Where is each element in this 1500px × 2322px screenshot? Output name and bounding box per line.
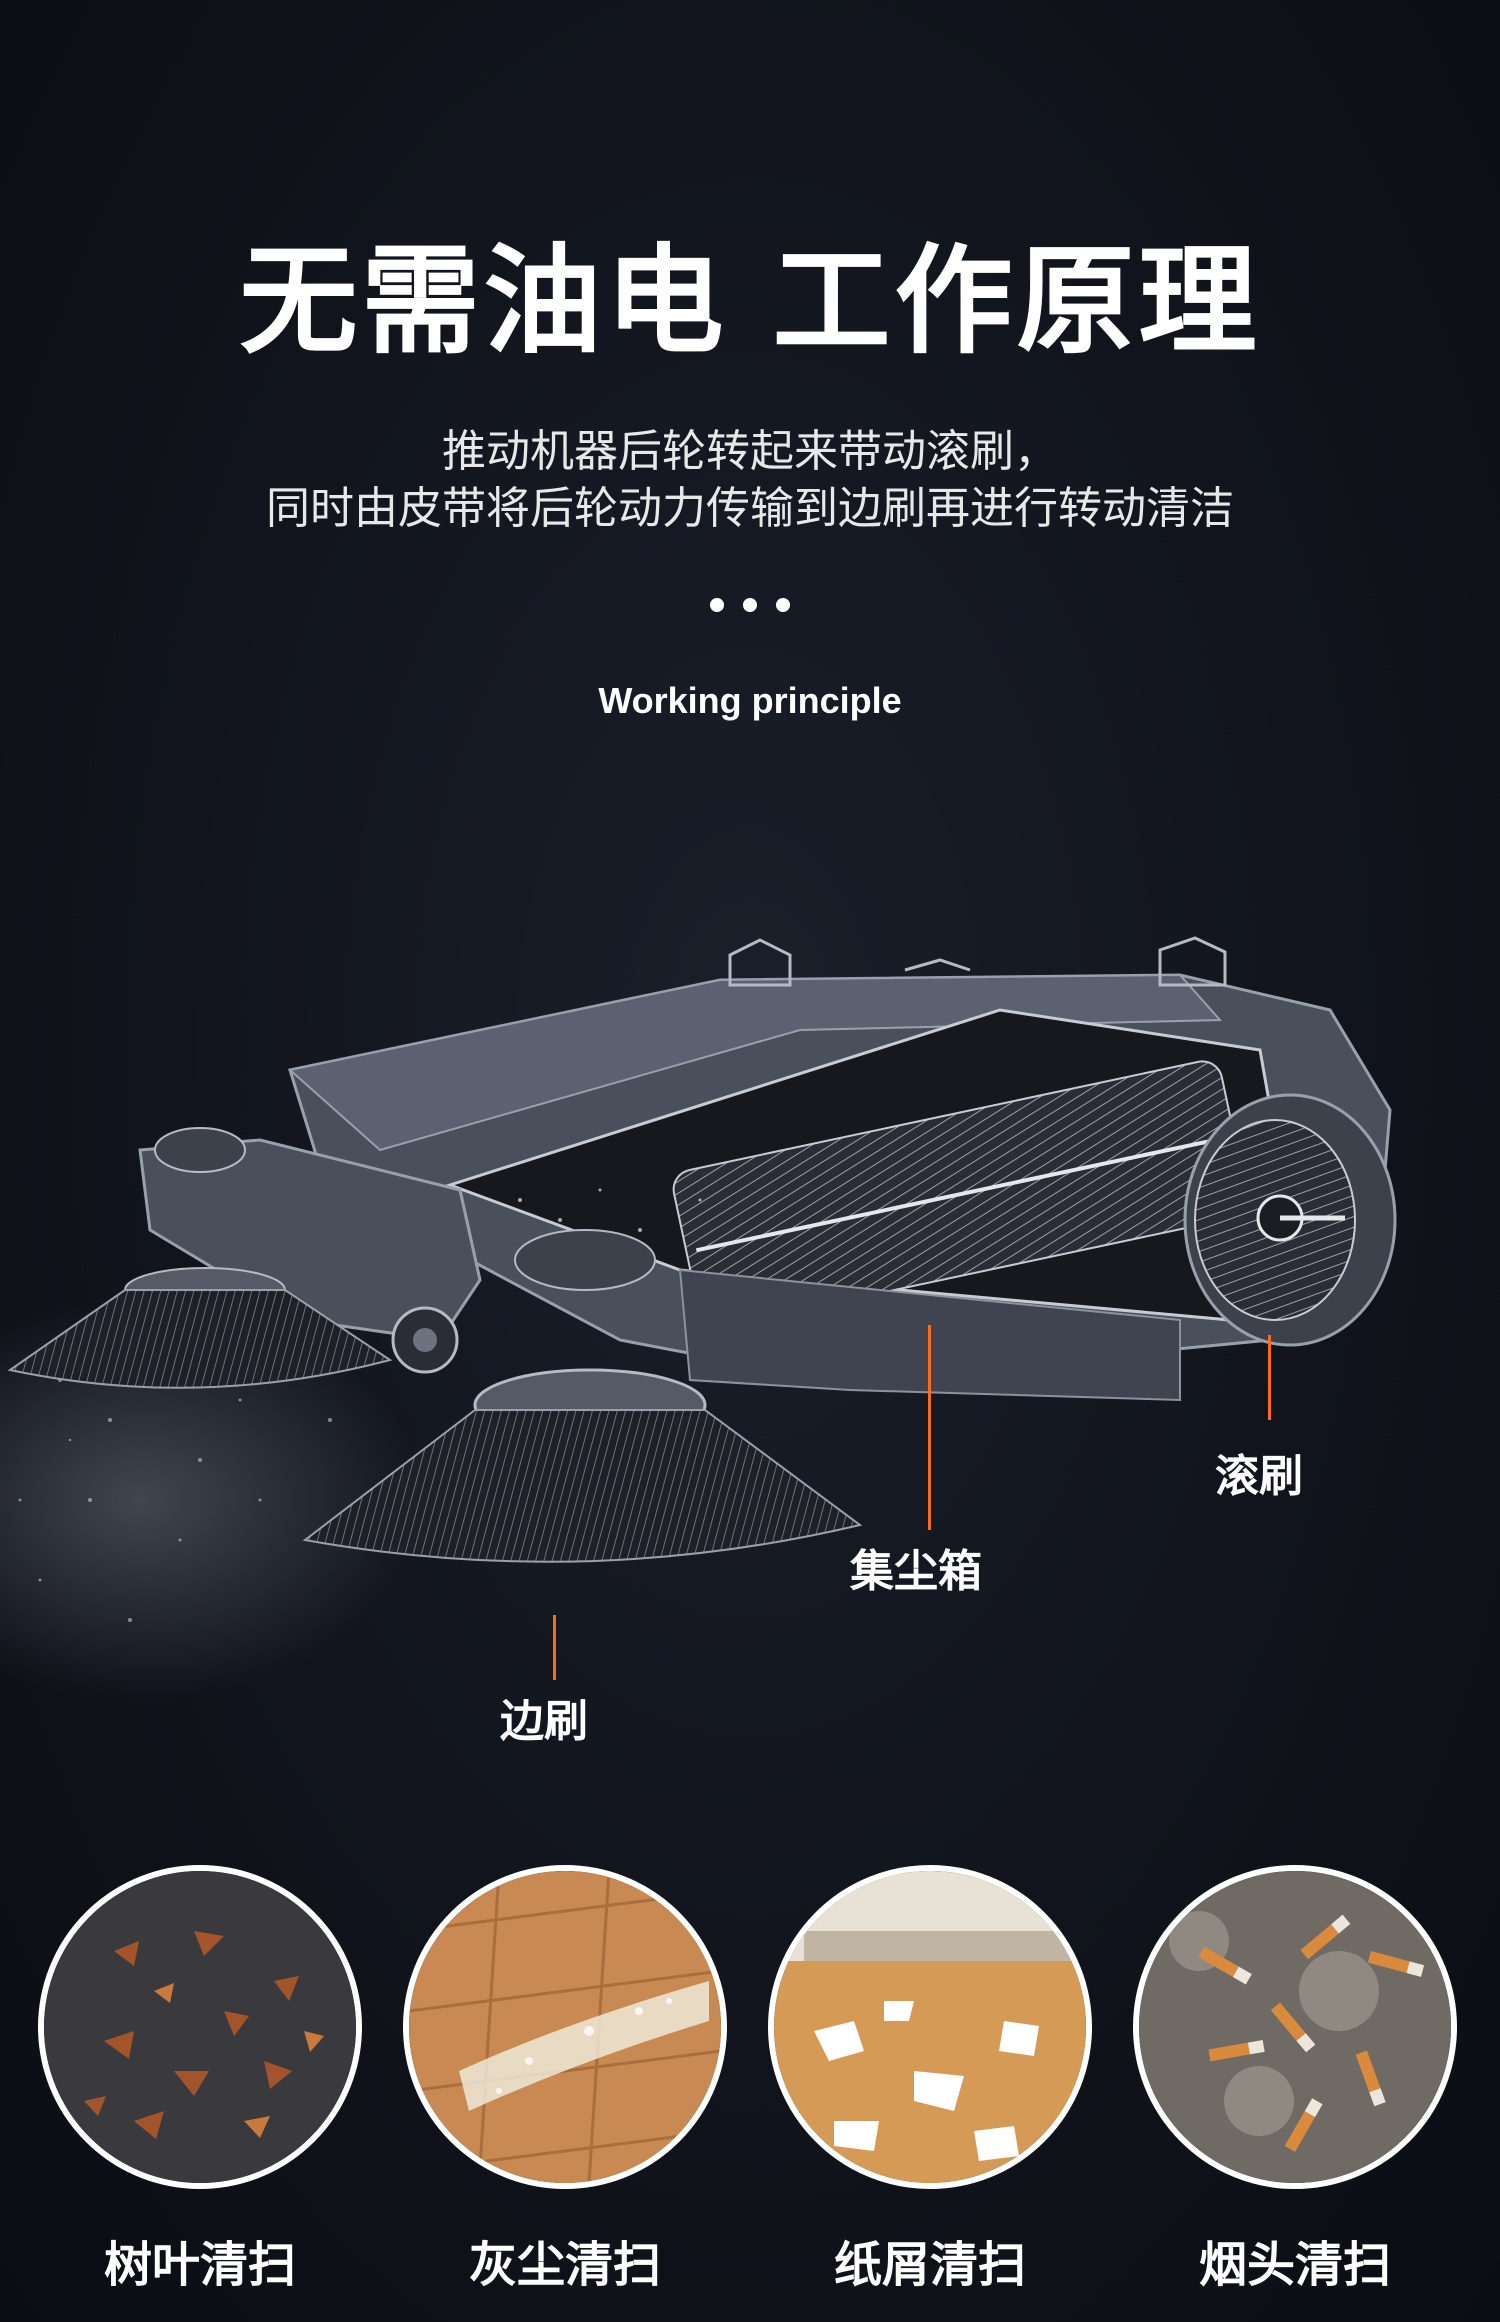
leaves-icon (44, 1871, 356, 2183)
subtitle-line-1: 推动机器后轮转起来带动滚刷， (442, 426, 1058, 477)
subtitle-line-2: 同时由皮带将后轮动力传输到边刷再进行转动清洁 (266, 483, 1234, 534)
leaves-photo (38, 1865, 362, 2189)
feature-cigarettes-label: 烟头清扫 (1198, 2237, 1391, 2293)
cigarette-butts-photo (1133, 1865, 1457, 2189)
ellipsis-divider (710, 598, 790, 612)
cigarette-butts-icon (1139, 1871, 1451, 2183)
feature-cigarettes: 烟头清扫 (1133, 1865, 1469, 2293)
feature-paper-label: 纸屑清扫 (833, 2237, 1026, 2293)
feature-paper: 纸屑清扫 (768, 1865, 1104, 2293)
english-title: Working principle (598, 680, 902, 721)
roller-brush-callout-line (1268, 1335, 1271, 1420)
feature-leaves: 树叶清扫 (38, 1865, 374, 2293)
roller-brush-label: 滚刷 (1215, 1451, 1303, 1502)
feature-dust: 灰尘清扫 (403, 1865, 739, 2293)
side-brush-label: 边刷 (500, 1696, 588, 1747)
dot-icon (743, 598, 757, 612)
side-brush-callout-line (553, 1615, 556, 1680)
dust-box-callout-line (928, 1325, 931, 1530)
dust-box-label: 集尘箱 (850, 1546, 982, 1597)
paper-scraps-icon (774, 1871, 1086, 2183)
feature-dust-label: 灰尘清扫 (468, 2237, 661, 2293)
dust-photo (403, 1865, 727, 2189)
page-title: 无需油电 工作原理 (239, 232, 1261, 370)
paper-scraps-photo (768, 1865, 1092, 2189)
dust-icon (409, 1871, 721, 2183)
feature-leaves-label: 树叶清扫 (103, 2237, 296, 2293)
dot-icon (710, 598, 724, 612)
sweeper-machine-illustration (0, 936, 1397, 1700)
dot-icon (776, 598, 790, 612)
